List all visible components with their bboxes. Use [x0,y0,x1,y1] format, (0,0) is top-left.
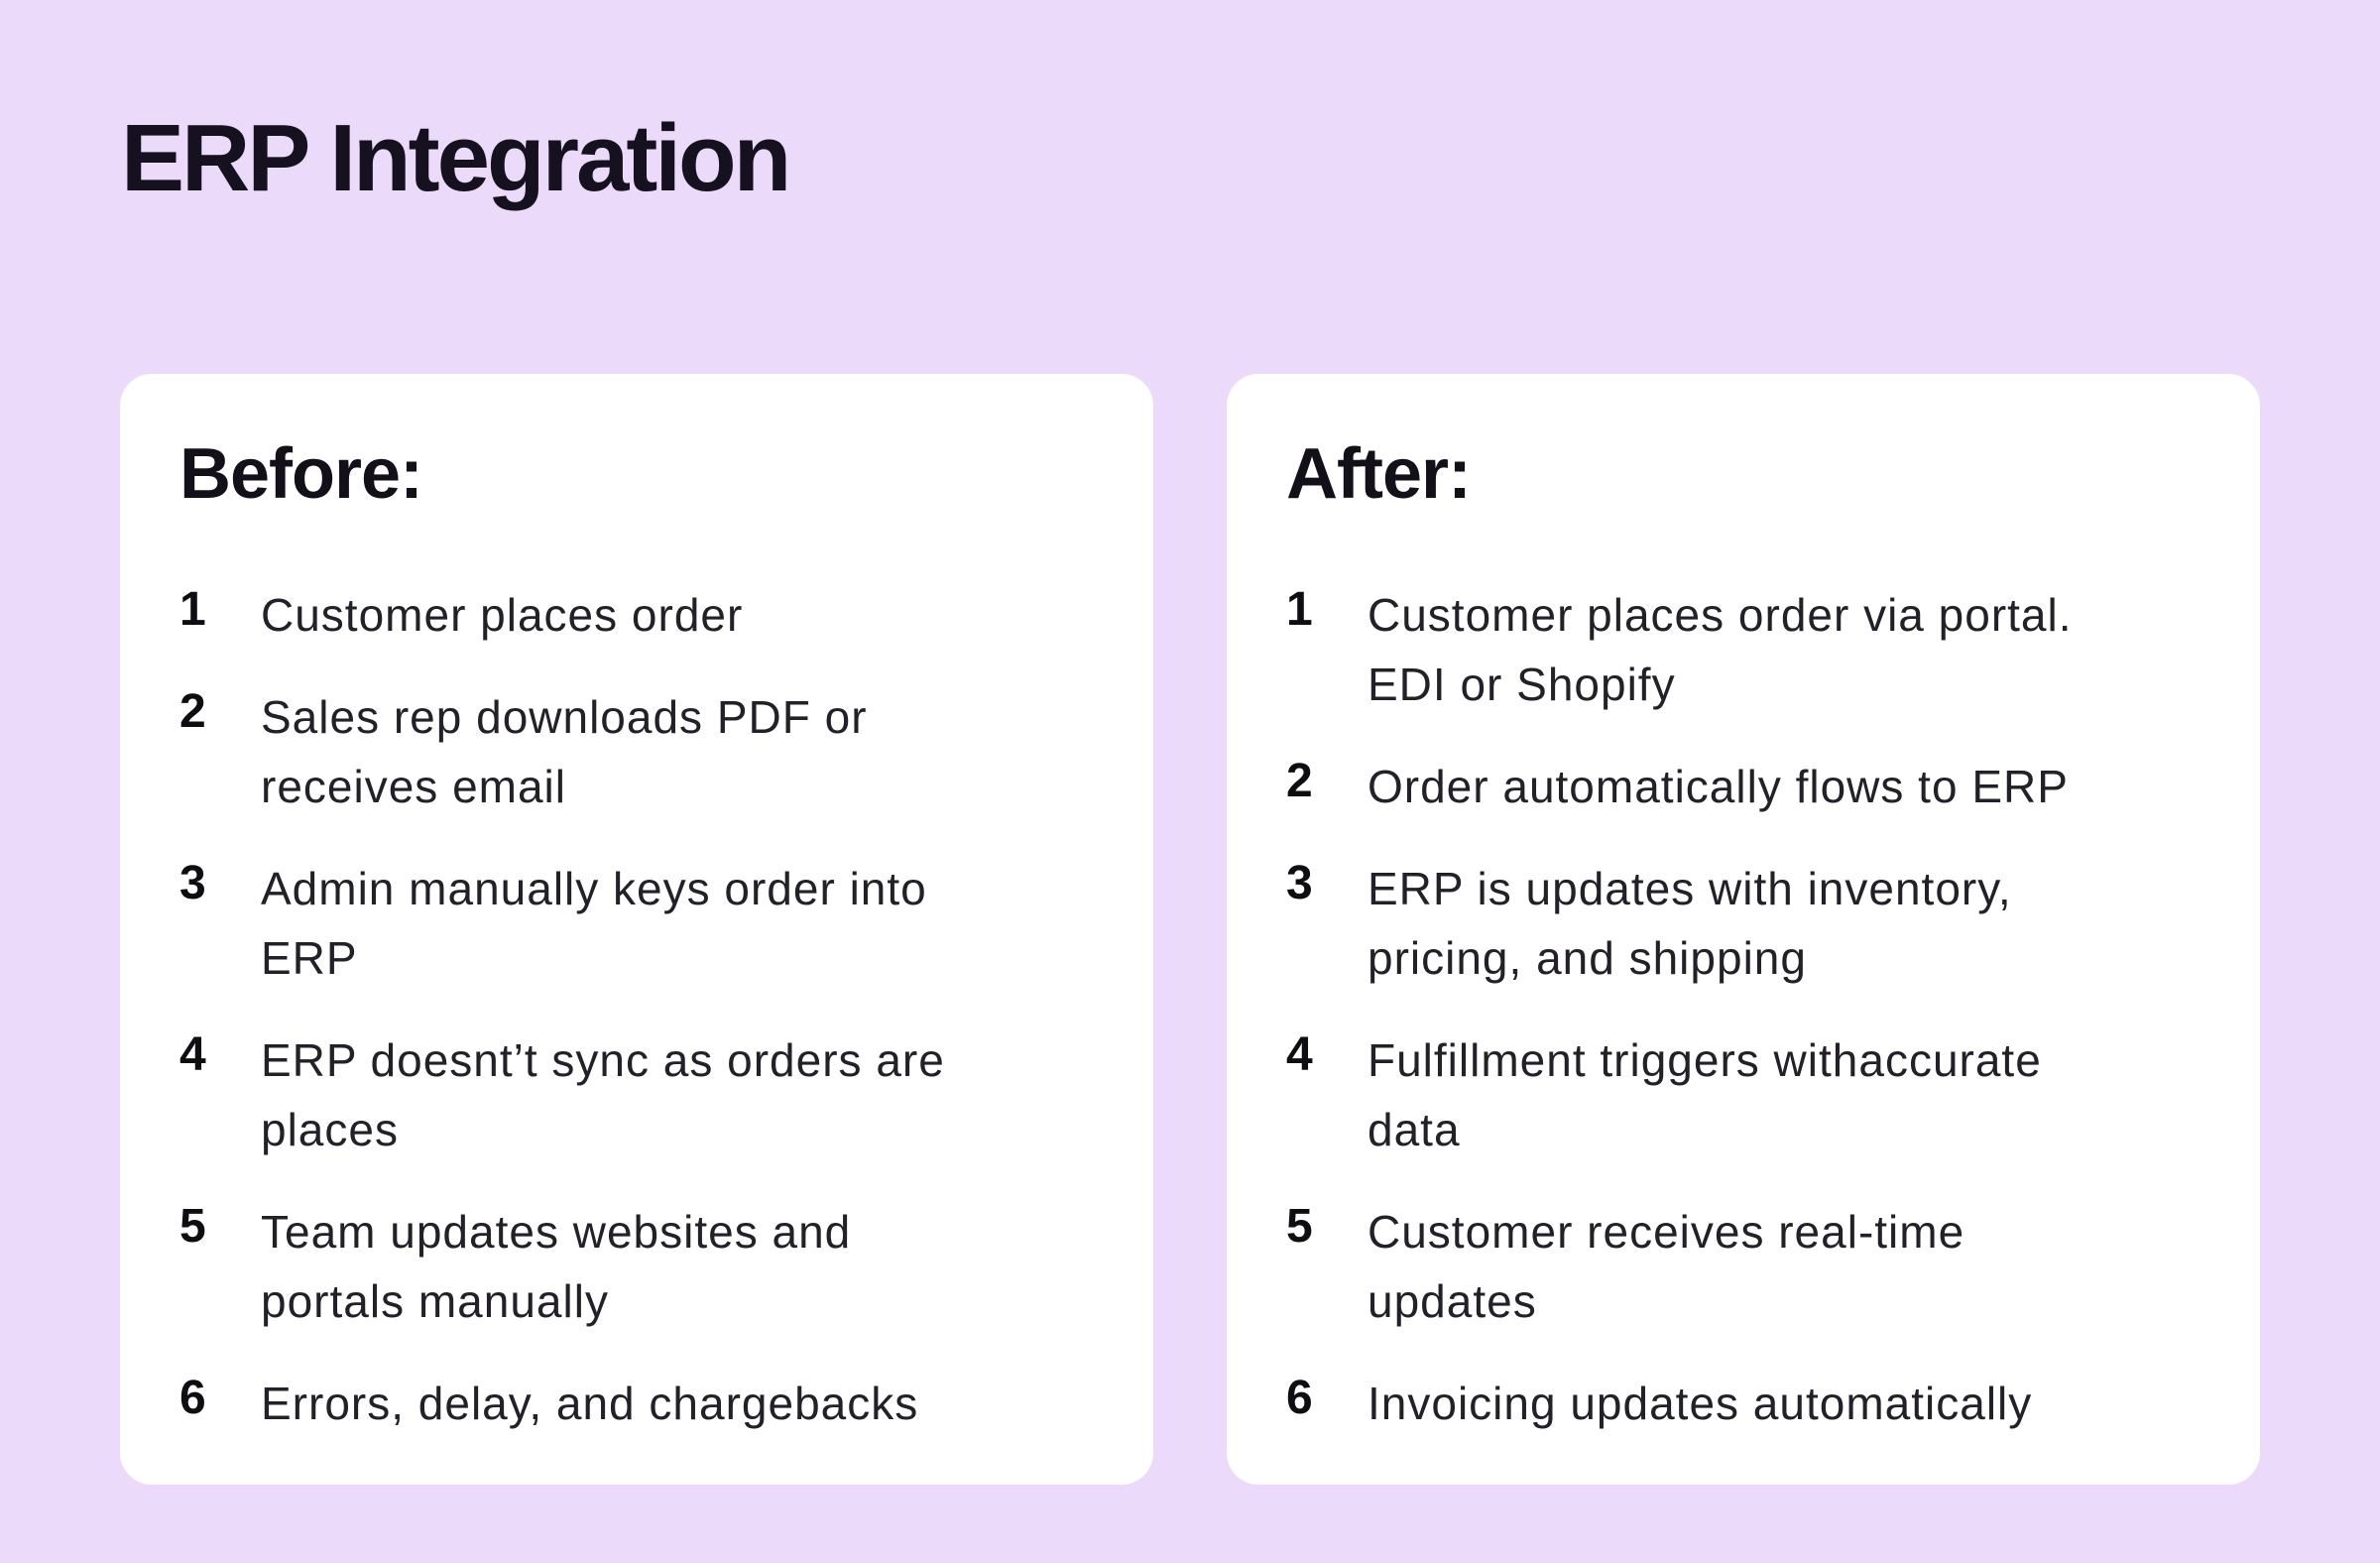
step-number: 3 [179,857,206,910]
before-card: Before: 1 Customer places order 2 Sales … [120,374,1153,1485]
step-text: ERP doesnt’t sync as orders are places [261,1034,945,1156]
step-number: 6 [179,1372,206,1425]
step-text: Order automatically flows to ERP [1368,761,2069,813]
page-title: ERP Integration [121,105,791,211]
step-text: Fulfillment triggers withaccurate data [1368,1034,2042,1156]
step-item: 1 Customer places order [179,580,1096,650]
step-number: 5 [1286,1200,1313,1254]
step-text: Admin manually keys order into ERP [261,863,927,985]
after-step-list: 1 Customer places order via portal. EDI … [1286,580,2202,1438]
step-number: 4 [1286,1028,1313,1082]
step-number: 1 [179,583,206,637]
step-number: 3 [1286,857,1313,910]
step-item: 3 ERP is updates with inventory, pricing… [1286,854,2202,993]
step-text: Customer places order [261,589,744,642]
step-item: 5 Customer receives real-time updates [1286,1197,2202,1336]
step-number: 6 [1286,1372,1313,1425]
step-item: 3 Admin manually keys order into ERP [179,854,1096,993]
step-number: 2 [1286,755,1313,808]
step-text: Errors, delay, and chargebacks [261,1378,919,1430]
before-step-list: 1 Customer places order 2 Sales rep down… [179,580,1096,1438]
step-text: Sales rep downloads PDF or receives emai… [261,691,868,813]
after-card-heading: After: [1286,434,1472,514]
page: ERP Integration Before: 1 Customer place… [0,111,2380,1563]
after-card: After: 1 Customer places order via porta… [1227,374,2260,1485]
step-item: 6 Invoicing updates automatically [1286,1369,2202,1438]
step-text: Invoicing updates automatically [1368,1378,2033,1430]
step-item: 2 Sales rep downloads PDF or receives em… [179,682,1096,821]
step-text: ERP is updates with inventory, pricing, … [1368,863,2012,985]
step-item: 5 Team updates websites and portals manu… [179,1197,1096,1336]
step-text: Customer places order via portal. EDI or… [1368,589,2073,711]
step-item: 2 Order automatically flows to ERP [1286,752,2202,821]
step-item: 1 Customer places order via portal. EDI … [1286,580,2202,719]
step-number: 2 [179,685,206,739]
before-card-heading: Before: [179,434,423,514]
step-item: 4 ERP doesnt’t sync as orders are places [179,1025,1096,1164]
step-number: 1 [1286,583,1313,637]
step-item: 4 Fulfillment triggers withaccurate data [1286,1025,2202,1164]
step-text: Customer receives real-time updates [1368,1206,1965,1328]
step-number: 4 [179,1028,206,1082]
cards-row: Before: 1 Customer places order 2 Sales … [120,374,2261,1485]
step-item: 6 Errors, delay, and chargebacks [179,1369,1096,1438]
step-number: 5 [179,1200,206,1254]
step-text: Team updates websites and portals manual… [261,1206,852,1328]
